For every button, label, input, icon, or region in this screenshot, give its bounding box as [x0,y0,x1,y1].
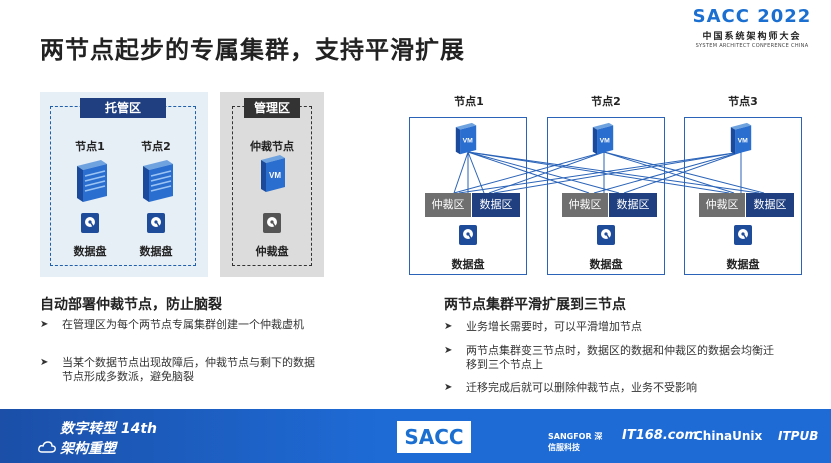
vm-server-icon: VM [590,122,616,156]
left-bullet-1-text: 在管理区为每个两节点专属集群创建一个仲裁虚机 [40,318,324,332]
sponsor-sangfor: SANGFOR 深信服科技 [548,431,608,453]
right-bullet-1: ➤ 业务增长需要时，可以平滑增加节点 [444,320,784,334]
disk-icon [733,224,753,246]
vm-text: VM [269,171,281,180]
left-bullet-2: ➤ 当某个数据节点出现故障后，仲裁节点与剩下的数据节点形成多数派，避免脑裂 [40,356,340,384]
arb-zone-3: 仲裁区 [699,193,745,217]
disk1-label: 数据盘 [66,243,114,259]
vm-server-icon: VM [453,122,479,156]
data-zone-2: 数据区 [609,193,657,217]
disk-icon [146,212,166,234]
server-icon [137,158,175,204]
node1-label: 节点1 [70,138,110,154]
logo-brand: SACC 2022 [687,6,817,27]
r-disk3-label: 数据盘 [719,256,767,272]
arrow-bullet-icon: ➤ [444,344,452,358]
right-heading: 两节点集群平滑扩展到三节点 [444,294,626,314]
arrow-bullet-icon: ➤ [40,318,48,332]
arrow-bullet-icon: ➤ [444,320,452,334]
footer-slogan-1: 数字转型 14th [60,418,157,438]
disk-icon [596,224,616,246]
logo-cn: 中国系统架构师大会 [687,29,817,42]
arbiter-node-label: 仲裁节点 [240,138,304,154]
vm-server-icon: VM [258,154,288,194]
logo-en: SYSTEM ARCHITECT CONFERENCE CHINA [687,43,817,49]
vm-text: VM [738,137,749,144]
footer-slogan-2: 架构重塑 [60,438,116,458]
sponsor-it168: IT168.com [622,428,698,443]
arb-zone-2: 仲裁区 [562,193,608,217]
r-node1-label: 节点1 [445,93,493,109]
footer-gradient [0,409,380,463]
arb-zone-1: 仲裁区 [425,193,471,217]
arrow-bullet-icon: ➤ [444,381,452,395]
right-bullet-1-text: 业务增长需要时，可以平滑增加节点 [444,320,776,334]
right-bullet-2-text: 两节点集群变三节点时，数据区的数据和仲裁区的数据会均衡迁移到三个节点上 [444,344,776,372]
arbiter-disk-label: 仲裁盘 [246,243,298,259]
r-disk2-label: 数据盘 [582,256,630,272]
arrow-bullet-icon: ➤ [40,356,48,370]
disk-icon [458,224,478,246]
node2-label: 节点2 [136,138,176,154]
hosted-zone-tag: 托管区 [80,98,166,118]
disk2-label: 数据盘 [132,243,180,259]
data-zone-1: 数据区 [472,193,520,217]
sponsor-chinaunix: ChinaUnix [694,429,762,443]
data-zone-3: 数据区 [746,193,794,217]
r-node3-label: 节点3 [719,93,767,109]
r-node2-label: 节点2 [582,93,630,109]
right-bullet-3: ➤ 迁移完成后就可以删除仲裁节点，业务不受影响 [444,381,784,395]
page-title: 两节点起步的专属集群，支持平滑扩展 [40,30,465,65]
disk-icon [80,212,100,234]
left-bullet-1: ➤ 在管理区为每个两节点专属集群创建一个仲裁虚机 [40,318,340,332]
mgmt-zone-tag: 管理区 [244,98,300,118]
sponsor-itpub: ITPUB [778,429,818,443]
cloud-icon [38,440,56,454]
vm-server-icon: VM [728,122,754,156]
footer-sacc-logo: SACC [397,421,471,453]
server-icon [71,158,109,204]
right-bullet-3-text: 迁移完成后就可以删除仲裁节点，业务不受影响 [444,381,776,395]
vm-text: VM [463,137,474,144]
disk-icon [262,212,282,234]
left-heading: 自动部署仲裁节点，防止脑裂 [40,294,222,314]
vm-text: VM [600,137,611,144]
left-bullet-2-text: 当某个数据节点出现故障后，仲裁节点与剩下的数据节点形成多数派，避免脑裂 [40,356,324,384]
r-disk1-label: 数据盘 [444,256,492,272]
right-bullet-2: ➤ 两节点集群变三节点时，数据区的数据和仲裁区的数据会均衡迁移到三个节点上 [444,344,784,372]
sacc-logo: SACC 2022 中国系统架构师大会 SYSTEM ARCHITECT CON… [687,6,817,49]
